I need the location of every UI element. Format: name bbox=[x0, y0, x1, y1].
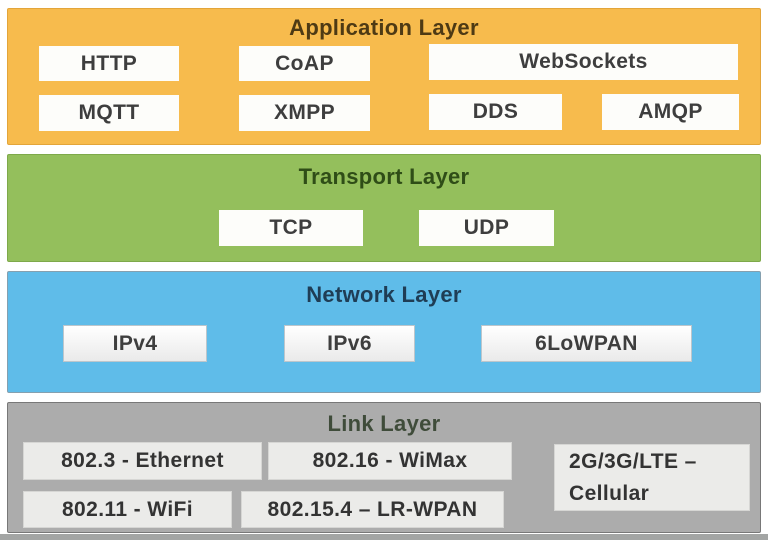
protocol-box-wifi: 802.11 - WiFi bbox=[23, 491, 232, 528]
transport-layer-band: Transport Layer TCP UDP bbox=[7, 154, 761, 262]
protocol-box-tcp: TCP bbox=[219, 210, 363, 246]
protocol-box-cellular: 2G/3G/LTE – Cellular bbox=[554, 444, 750, 511]
protocol-box-amqp: AMQP bbox=[602, 94, 739, 130]
protocol-box-6lowpan: 6LoWPAN bbox=[481, 325, 692, 362]
protocol-box-udp: UDP bbox=[419, 210, 554, 246]
video-frame-bottom-strip bbox=[0, 534, 768, 540]
protocol-box-ipv6: IPv6 bbox=[284, 325, 415, 362]
link-layer-band: Link Layer 802.3 - Ethernet 802.16 - WiM… bbox=[7, 402, 761, 533]
protocol-box-coap: CoAP bbox=[239, 46, 370, 81]
protocol-box-mqtt: MQTT bbox=[39, 95, 179, 131]
cellular-label-line1: 2G/3G/LTE – bbox=[569, 449, 697, 473]
protocol-box-wimax: 802.16 - WiMax bbox=[268, 442, 512, 480]
network-layer-band: Network Layer IPv4 IPv6 6LoWPAN bbox=[7, 271, 761, 393]
protocol-box-websockets: WebSockets bbox=[429, 44, 738, 80]
network-layer-title: Network Layer bbox=[306, 282, 462, 307]
protocol-box-ipv4: IPv4 bbox=[63, 325, 207, 362]
protocol-box-http: HTTP bbox=[39, 46, 179, 81]
link-layer-title: Link Layer bbox=[327, 411, 441, 436]
application-layer-title: Application Layer bbox=[289, 15, 479, 40]
application-layer-band: Application Layer HTTP CoAP WebSockets M… bbox=[7, 8, 761, 145]
protocol-box-dds: DDS bbox=[429, 94, 562, 130]
protocol-box-ethernet: 802.3 - Ethernet bbox=[23, 442, 262, 480]
protocol-box-lrwpan: 802.15.4 – LR-WPAN bbox=[241, 491, 504, 528]
transport-layer-title: Transport Layer bbox=[298, 164, 470, 189]
cellular-label-line2: Cellular bbox=[569, 481, 650, 505]
protocol-box-xmpp: XMPP bbox=[239, 95, 370, 131]
